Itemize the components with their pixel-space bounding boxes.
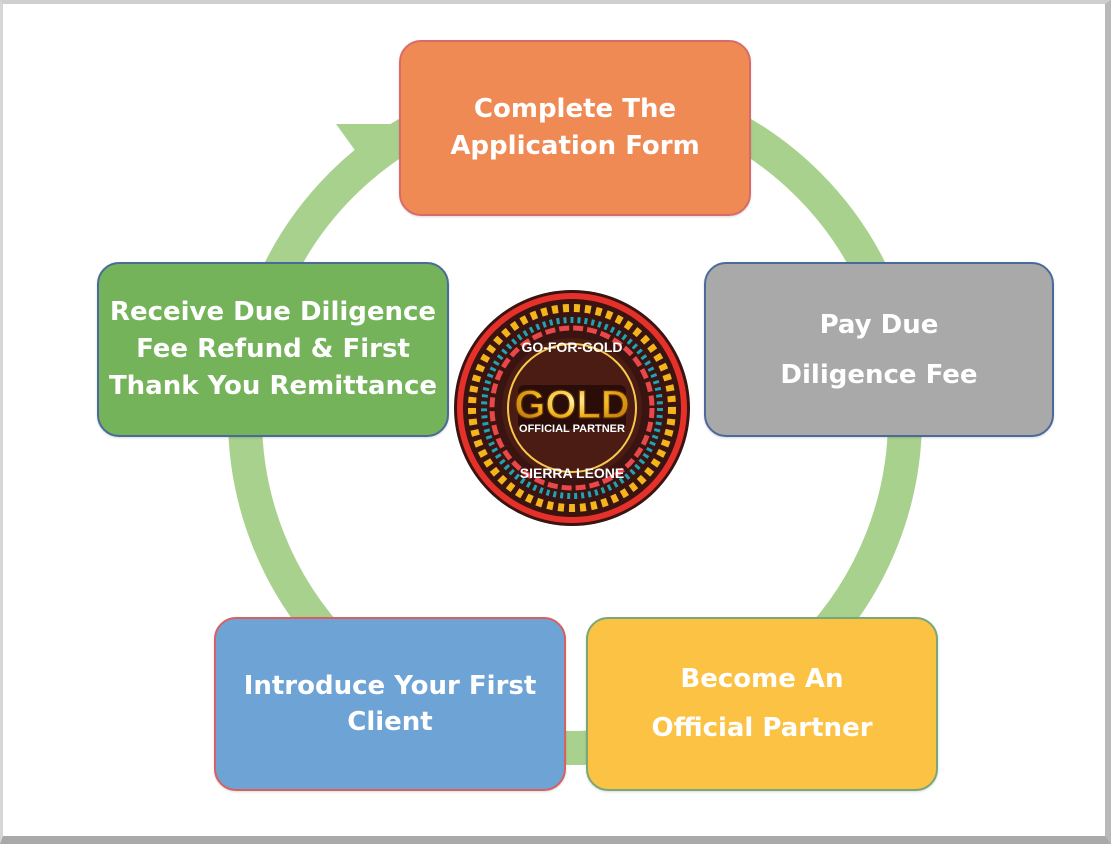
badge-bottom-text: SIERRA LEONE	[520, 465, 625, 481]
step-4-line-1: Introduce Your First	[243, 671, 537, 701]
step-5-line-3: Thank You Remittance	[108, 371, 438, 401]
cycle-arrow-head	[336, 124, 396, 178]
step-receive-refund: Receive Due Diligence Fee Refund & First…	[97, 262, 449, 437]
badge-top-text: GO-FOR-GOLD	[521, 339, 622, 355]
badge-sub-text: OFFICIAL PARTNER	[519, 423, 625, 435]
step-become-partner: Become An Official Partner	[586, 617, 938, 791]
step-pay-fee: Pay Due Diligence Fee	[704, 262, 1054, 437]
step-5-line-2: Fee Refund & First	[136, 334, 410, 364]
step-4-line-2: Client	[347, 707, 433, 737]
step-3-line-1: Become An	[680, 664, 844, 694]
step-5-line-1: Receive Due Diligence	[109, 297, 437, 327]
step-1-line-1: Complete The	[473, 94, 677, 124]
badge-main-text: GOLD	[514, 383, 630, 427]
step-1-line-2: Application Form	[450, 131, 700, 161]
step-2-line-1: Pay Due	[819, 309, 939, 340]
badge-emblem	[454, 290, 690, 526]
step-2-line-2: Diligence Fee	[780, 359, 978, 390]
step-introduce-client: Introduce Your First Client	[214, 617, 566, 791]
step-complete-application: Complete The Application Form	[399, 40, 751, 216]
step-3-line-2: Official Partner	[651, 713, 873, 743]
